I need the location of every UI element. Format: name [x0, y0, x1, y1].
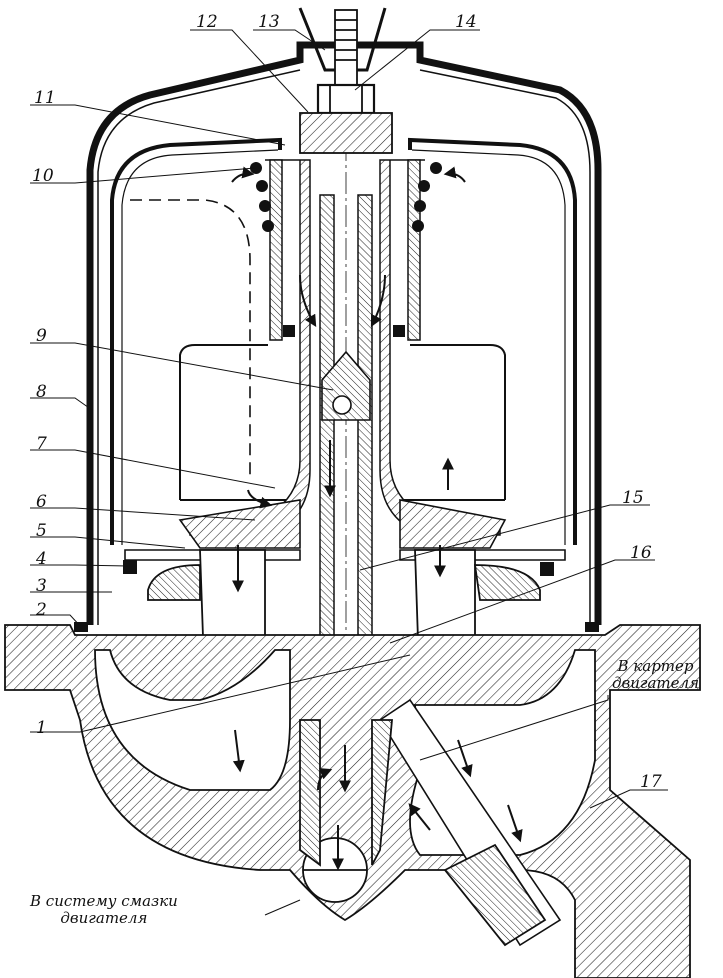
callout-13: 13 — [258, 12, 280, 32]
callout-14: 14 — [455, 12, 477, 32]
callout-10: 10 — [32, 166, 54, 186]
inner-chamber — [179, 344, 506, 501]
crankcase-caption-line2: двигателя — [612, 674, 700, 693]
lube-system-caption-line1: В систему смазки — [30, 892, 178, 910]
callout-4: 4 — [36, 549, 47, 569]
lube-system-caption: В систему смазки двигателя — [30, 892, 178, 928]
callout-9: 9 — [36, 326, 47, 346]
callout-6: 6 — [36, 492, 47, 512]
check-valve — [321, 350, 371, 421]
callout-2: 2 — [36, 600, 47, 620]
lube-system-caption-line2: двигателя — [60, 909, 148, 928]
crankcase-caption: В картер двигателя — [612, 657, 700, 693]
callout-11: 11 — [34, 88, 56, 108]
callout-12: 12 — [196, 12, 218, 32]
leader-lines — [30, 29, 668, 916]
callout-7: 7 — [36, 434, 47, 454]
base-housing — [4, 624, 701, 978]
top-fitting — [298, 7, 393, 154]
callout-5: 5 — [36, 521, 47, 541]
rotor-bowl — [110, 137, 577, 545]
callout-16: 16 — [630, 543, 652, 563]
callout-17: 17 — [640, 772, 662, 792]
distributor-plate — [124, 499, 566, 561]
callout-15: 15 — [622, 488, 644, 508]
callout-8: 8 — [36, 382, 47, 402]
flow-arrows — [231, 166, 523, 871]
callout-1: 1 — [36, 718, 47, 738]
crankcase-caption-line1: В картер — [617, 657, 694, 675]
outer-cap — [86, 41, 602, 625]
callout-3: 3 — [36, 576, 47, 596]
